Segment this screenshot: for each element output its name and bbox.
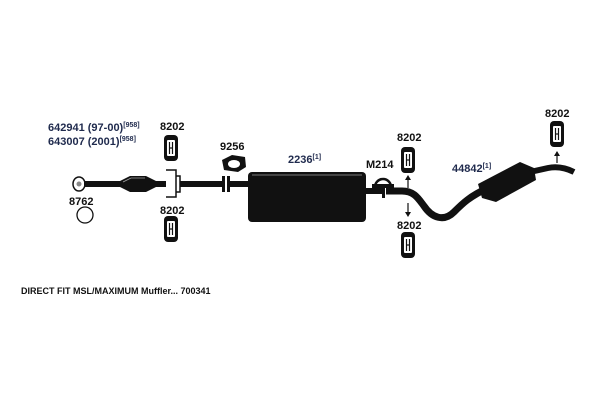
clamp-joint [382, 184, 385, 198]
tailpipe-ref: [1] [482, 163, 492, 170]
tailpipe-part-number: 44842 [452, 163, 483, 175]
hanger-label-upper-middle: 8202 [397, 132, 422, 144]
inlet-flange [72, 176, 86, 192]
flange-gasket [222, 155, 246, 172]
hanger-stem-right [554, 151, 560, 163]
tailpipe-label: 44842[1] [452, 163, 491, 175]
hanger-bracket-right [549, 120, 565, 148]
band-clamp [166, 169, 181, 198]
catalytic-converter-pipe [84, 176, 166, 192]
tail-pipe-tip [529, 164, 576, 175]
hanger-label-right: 8202 [545, 108, 570, 120]
resonator [478, 162, 536, 202]
muffler-part-number: 2236 [288, 154, 313, 166]
gasket-ring [76, 206, 94, 224]
clamp-label: M214 [366, 159, 394, 171]
gasket-label: 8762 [69, 196, 94, 208]
hanger-stem-middle-lower [405, 203, 411, 217]
hanger-label-upper-left: 8202 [160, 121, 185, 133]
muffler-label: 2236[1] [288, 154, 321, 166]
intermediate-pipe [180, 181, 222, 187]
hanger-stem-middle-upper [405, 175, 411, 188]
hanger-bracket-upper-middle [400, 146, 416, 174]
flange-joint [222, 176, 230, 192]
flange-gasket-label: 9256 [220, 141, 245, 153]
hanger-bracket-lower-middle [400, 231, 416, 259]
cat-part-label-1: 642941 (97-00)[958] [48, 122, 140, 134]
cat-part-ref-2: [958] [119, 136, 136, 143]
hanger-label-lower-middle: 8202 [397, 220, 422, 232]
cat-part-ref-1: [958] [123, 122, 140, 129]
muffler-inlet-pipe [230, 181, 248, 187]
cat-part-number-1: 642941 (97-00) [48, 122, 124, 134]
cat-part-number-2: 643007 (2001) [48, 136, 120, 148]
muffler [248, 172, 366, 222]
cat-part-label-2: 643007 (2001)[958] [48, 136, 136, 148]
muffler-outlet-pipe [366, 188, 382, 194]
muffler-caption: DIRECT FIT MSL/MAXIMUM Muffler... 700341 [21, 286, 211, 296]
muffler-ref: [1] [312, 154, 322, 161]
hanger-label-lower-left: 8202 [160, 205, 185, 217]
hanger-bracket-lower-left [163, 215, 179, 243]
tail-pipe [386, 184, 490, 222]
hanger-bracket-upper-left [163, 134, 179, 162]
